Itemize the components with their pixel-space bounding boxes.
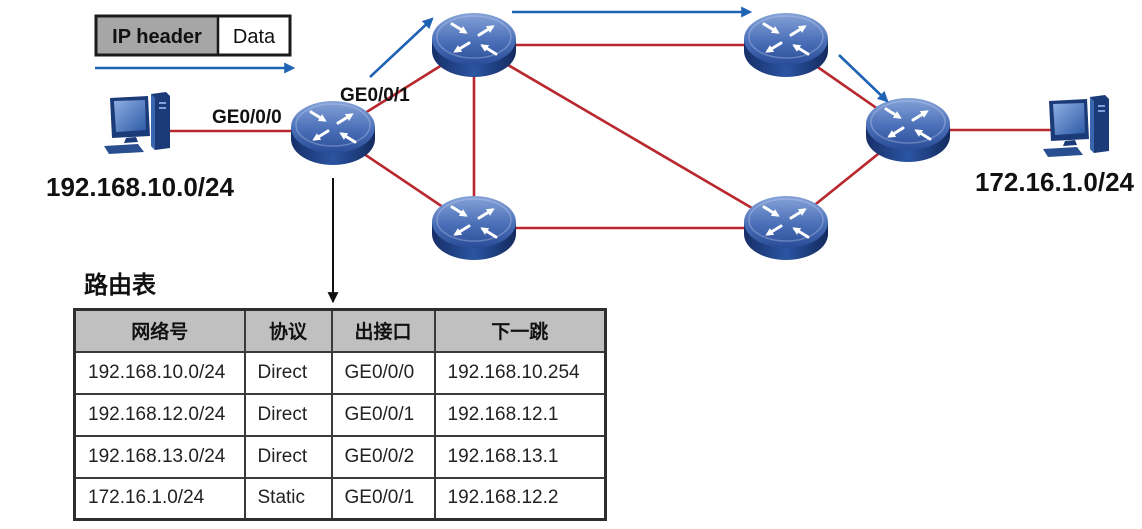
cell-interface: GE0/0/1 [330, 476, 436, 521]
cell-protocol: Static [243, 476, 333, 521]
packet-data-label: Data [233, 26, 276, 48]
packet-header-segment [96, 16, 218, 55]
packet-header-label: IP header [112, 26, 202, 48]
cell-interface: GE0/0/2 [330, 434, 436, 479]
pc-left-icon [104, 92, 170, 154]
column-header-protocol: 协议 [243, 308, 333, 353]
interface-label-ge000: GE0/0/0 [212, 107, 282, 128]
cell-protocol: Direct [243, 350, 333, 395]
cell-next-hop: 192.168.12.2 [433, 476, 607, 521]
cell-protocol: Direct [243, 434, 333, 479]
cell-interface: GE0/0/0 [330, 350, 436, 395]
router-3-icon [744, 13, 828, 77]
table-row: 192.168.10.0/24 Direct GE0/0/0 192.168.1… [73, 350, 607, 395]
destination-network-label: 172.16.1.0/24 [975, 167, 1135, 197]
table-row: 172.16.1.0/24 Static GE0/0/1 192.168.12.… [73, 476, 607, 521]
cell-protocol: Direct [243, 392, 333, 437]
router-2-icon [432, 13, 516, 77]
path-arrow-r3-r4 [838, 54, 889, 103]
router-1-icon [291, 101, 375, 165]
column-header-interface: 出接口 [330, 308, 436, 353]
cell-network: 192.168.13.0/24 [73, 434, 246, 479]
packet: IP header Data [94, 14, 292, 57]
router-6-icon [744, 196, 828, 260]
cell-interface: GE0/0/1 [330, 392, 436, 437]
interface-label-ge001: GE0/0/1 [340, 85, 410, 106]
cell-next-hop: 192.168.10.254 [433, 350, 607, 395]
routing-table: 网络号 协议 出接口 下一跳 192.168.10.0/24 Direct GE… [73, 308, 607, 521]
source-network-label: 192.168.10.0/24 [46, 172, 234, 202]
cell-network: 172.16.1.0/24 [73, 476, 246, 521]
table-row: 192.168.12.0/24 Direct GE0/0/1 192.168.1… [73, 392, 607, 437]
table-row: 192.168.13.0/24 Direct GE0/0/2 192.168.1… [73, 434, 607, 479]
path-arrow-r1-r2 [369, 17, 434, 78]
routing-table-grid: 网络号 协议 出接口 下一跳 192.168.10.0/24 Direct GE… [73, 308, 607, 521]
column-header-next-hop: 下一跳 [433, 308, 607, 353]
routing-table-title: 路由表 [84, 271, 157, 299]
column-header-network: 网络号 [73, 308, 246, 353]
packet-data-segment [218, 16, 290, 55]
cell-network: 192.168.12.0/24 [73, 392, 246, 437]
cell-next-hop: 192.168.13.1 [433, 434, 607, 479]
router-5-icon [432, 196, 516, 260]
router-4-icon [866, 98, 950, 162]
link-r2-r6 [472, 43, 788, 230]
cell-next-hop: 192.168.12.1 [433, 392, 607, 437]
table-header-row: 网络号 协议 出接口 下一跳 [73, 308, 607, 353]
cell-network: 192.168.10.0/24 [73, 350, 246, 395]
pc-right-icon [1043, 95, 1109, 157]
